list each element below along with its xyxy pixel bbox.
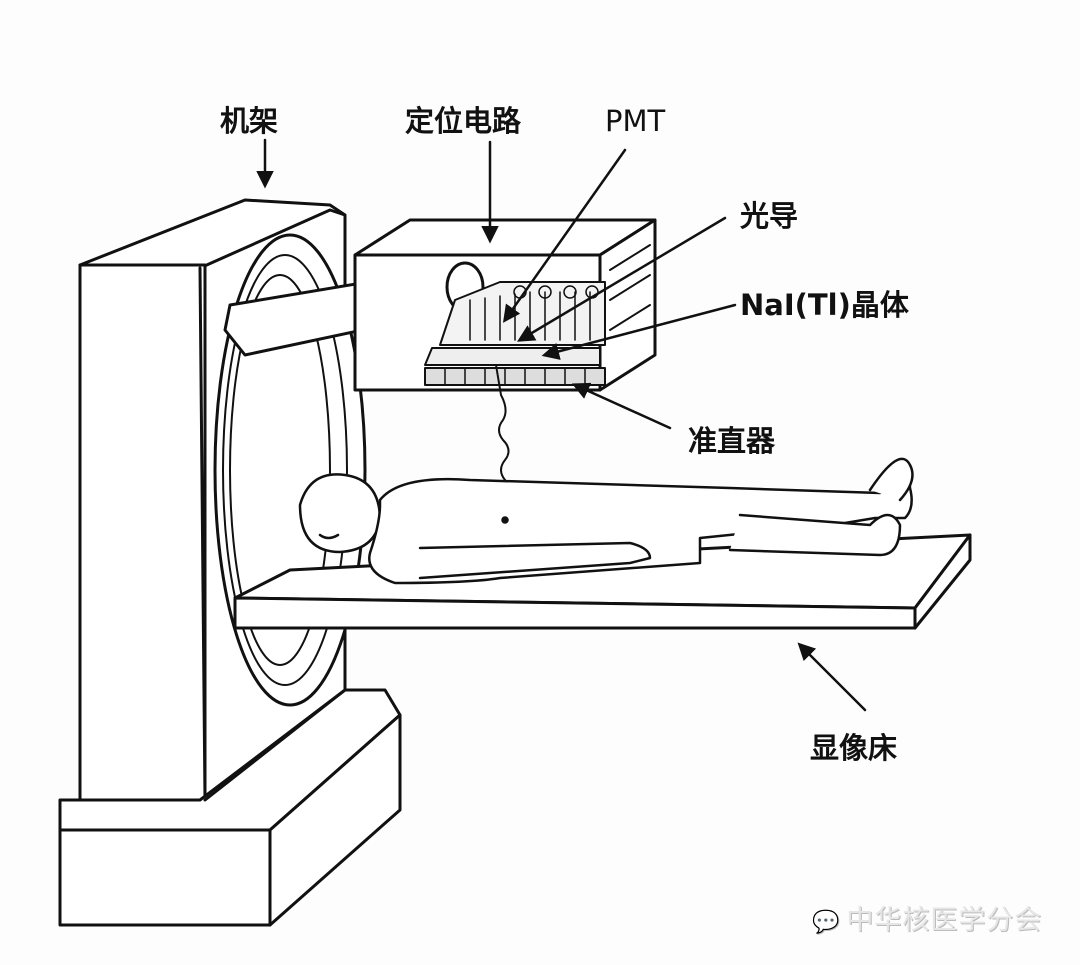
wechat-icon: 💬 xyxy=(812,910,841,935)
watermark: 💬中华核医学分会 xyxy=(812,898,1042,937)
label-arrows xyxy=(256,138,867,712)
label-gantry: 机架 xyxy=(220,104,279,138)
label-positioning-circuit: 定位电路 xyxy=(405,104,522,138)
label-crystal: NaI(Tl)晶体 xyxy=(740,288,909,322)
watermark-text: 中华核医学分会 xyxy=(846,905,1043,936)
label-collimator: 准直器 xyxy=(688,424,776,458)
label-light-guide: 光导 xyxy=(740,199,799,233)
label-imaging-bed: 显像床 xyxy=(810,731,898,765)
label-pmt: PMT xyxy=(605,104,666,138)
detector-head xyxy=(353,218,657,392)
gantry-base xyxy=(58,688,402,927)
patient xyxy=(298,457,914,585)
